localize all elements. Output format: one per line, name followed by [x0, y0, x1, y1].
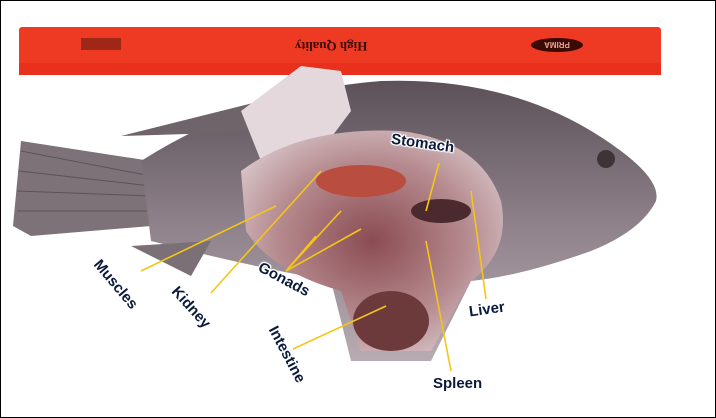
tail-fin [13, 141, 151, 236]
ruler-text: High Quality [294, 39, 367, 54]
ruler: High Quality PRIMA [19, 27, 661, 75]
ruler-brand: PRIMA [544, 40, 570, 49]
label-spleen: Spleen [433, 375, 483, 392]
body-cavity [241, 130, 503, 351]
pointer-arrows [140, 162, 487, 372]
ruler-brand-oval [531, 38, 583, 52]
